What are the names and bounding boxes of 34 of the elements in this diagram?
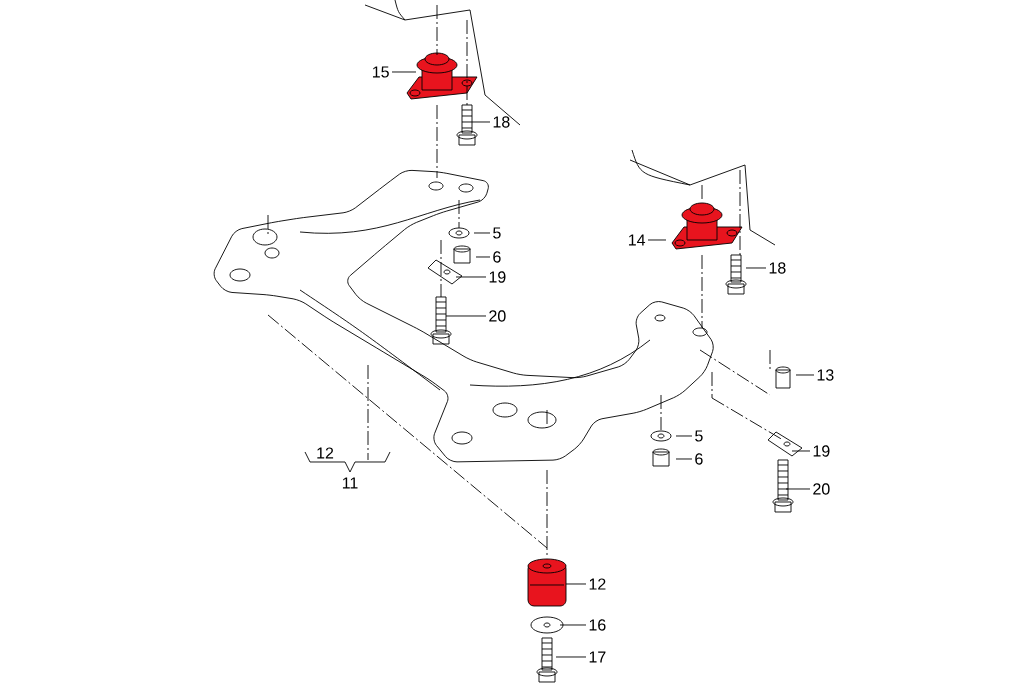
- callout-number: 17: [589, 651, 606, 663]
- callout-number: 5: [695, 430, 703, 442]
- leader-line: [475, 256, 491, 258]
- callout-number: 18: [769, 262, 786, 274]
- callout-number: 19: [489, 271, 506, 283]
- callout-number: 20: [813, 483, 830, 495]
- callout-number: 12: [317, 447, 334, 459]
- callout-number: 12: [589, 578, 606, 590]
- leader-line: [455, 276, 487, 278]
- leader-line: [473, 232, 491, 234]
- leader-line: [555, 656, 587, 658]
- callout-number: 5: [493, 227, 501, 239]
- leader-line: [675, 458, 693, 460]
- callout-number: 11: [342, 477, 358, 489]
- callout-number: 20: [489, 310, 506, 322]
- leader-line: [791, 450, 811, 452]
- leader-line: [445, 315, 487, 317]
- callout-number: 14: [629, 234, 646, 246]
- leader-line: [795, 374, 815, 376]
- leader-line: [745, 267, 767, 269]
- leader-line: [559, 624, 587, 626]
- callout-number: 16: [589, 619, 606, 631]
- leader-line: [785, 488, 811, 490]
- leader-line: [391, 71, 417, 73]
- callout-number: 6: [695, 453, 703, 465]
- callout-number: 13: [817, 369, 834, 381]
- leader-line: [647, 239, 667, 241]
- callout-number: 6: [493, 251, 501, 263]
- leader-line: [675, 435, 693, 437]
- callout-number: 15: [373, 66, 389, 78]
- leader-line: [471, 121, 491, 123]
- callout-number: 19: [813, 445, 830, 457]
- callout-number: 18: [493, 116, 510, 128]
- leader-line: [565, 583, 587, 585]
